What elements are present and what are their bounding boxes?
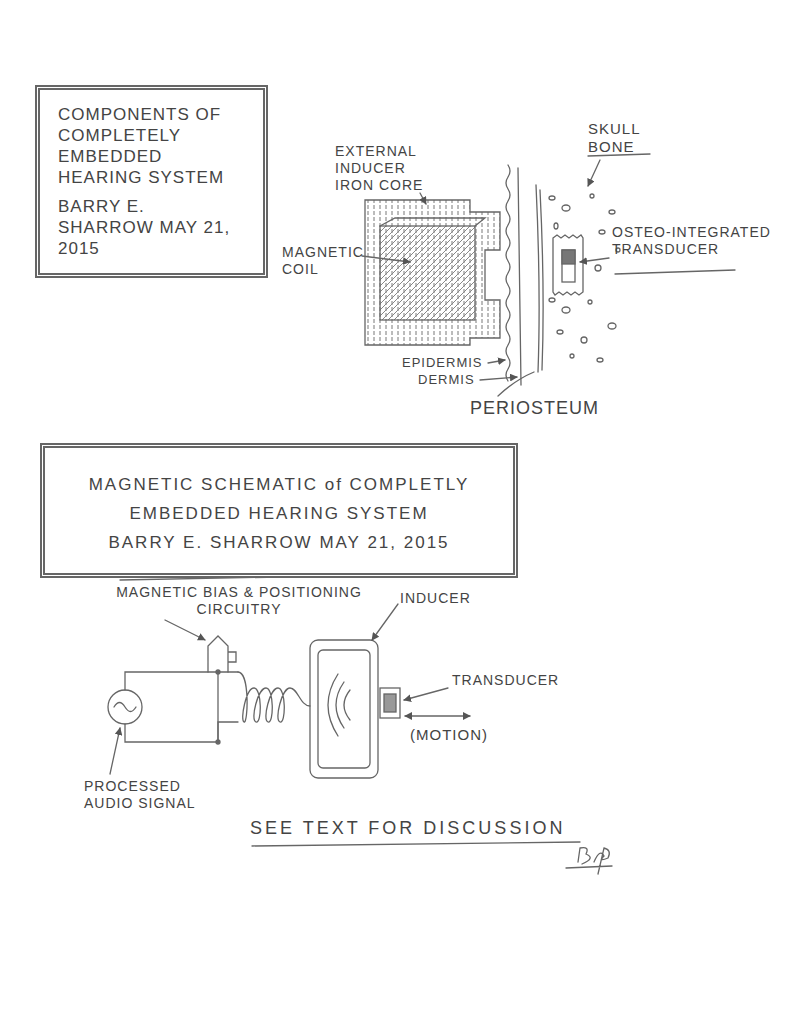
part-label: EPIDERMIS (402, 355, 492, 371)
schematic-coil (238, 672, 310, 722)
part-label: PERIOSTEUM (470, 398, 620, 419)
transducer-body (562, 250, 575, 282)
leader-line (165, 620, 205, 640)
motion-arrow (405, 715, 470, 716)
leader-line (110, 728, 120, 774)
ac-symbol (114, 703, 136, 712)
transducer-outline (553, 235, 583, 295)
leader-line (498, 372, 534, 396)
wire (125, 672, 238, 690)
leader-line (362, 256, 410, 262)
title-block: MAGNETIC SCHEMATIC of COMPLETLY EMBEDDED… (40, 443, 518, 578)
author-date: BARRY E. SHARROW MAY 21, 2015 (58, 196, 245, 259)
leader-line (372, 604, 398, 640)
author-date: BARRY E. SHARROW MAY 21, 2015 (69, 528, 489, 557)
part-label: DERMIS (418, 372, 488, 388)
magnetic-coil (380, 226, 475, 320)
title-text: COMPONENTS OF COMPLETELY EMBEDDED HEARIN… (58, 104, 245, 188)
coil-top (380, 218, 485, 226)
wire (125, 722, 238, 742)
periosteum-line-2 (540, 190, 543, 370)
junction-dot (216, 740, 220, 744)
part-label: TRANSDUCER (452, 672, 562, 689)
leader-line (420, 193, 426, 204)
flux-arcs (328, 674, 350, 736)
dermis-line (518, 168, 521, 385)
part-label: SKULL BONE (588, 120, 658, 156)
periosteum-line (536, 185, 539, 372)
leader-line (488, 360, 505, 363)
junction-dot (216, 670, 220, 674)
signature (566, 848, 612, 874)
title-block: COMPONENTS OF COMPLETELY EMBEDDED HEARIN… (35, 85, 268, 278)
part-label: MAGNETIC BIAS & POSITIONING CIRCUITRY (108, 584, 370, 618)
part-label: EXTERNAL INDUCER IRON CORE (335, 143, 447, 194)
epidermis-line (506, 165, 510, 381)
transducer-magnet (562, 250, 575, 264)
transducer-inner (384, 694, 396, 712)
part-label: MAGNETIC COIL (282, 244, 366, 278)
underline (615, 270, 735, 274)
bone-particles (549, 194, 620, 362)
leader-line (580, 258, 609, 262)
note: SEE TEXT FOR DISCUSSION (250, 818, 595, 839)
leader-line (588, 160, 600, 186)
signal-label: PROCESSED AUDIO SIGNAL (84, 778, 214, 812)
ac-source (108, 690, 142, 724)
leader-line (404, 688, 448, 700)
leader-line (480, 377, 517, 380)
underline (252, 842, 580, 846)
inducer-core (310, 640, 378, 778)
inducer-inner (318, 650, 370, 768)
part-label: (MOTION) (410, 726, 510, 744)
part-label: INDUCER (400, 590, 490, 607)
title-text: MAGNETIC SCHEMATIC of COMPLETLY EMBEDDED… (69, 470, 489, 528)
bias-circuit-symbol (208, 636, 236, 672)
iron-core (365, 200, 500, 345)
wire (217, 672, 218, 742)
transducer-symbol (380, 688, 400, 718)
part-label: OSTEO-INTEGRATED TRANSDUCER (612, 224, 777, 258)
